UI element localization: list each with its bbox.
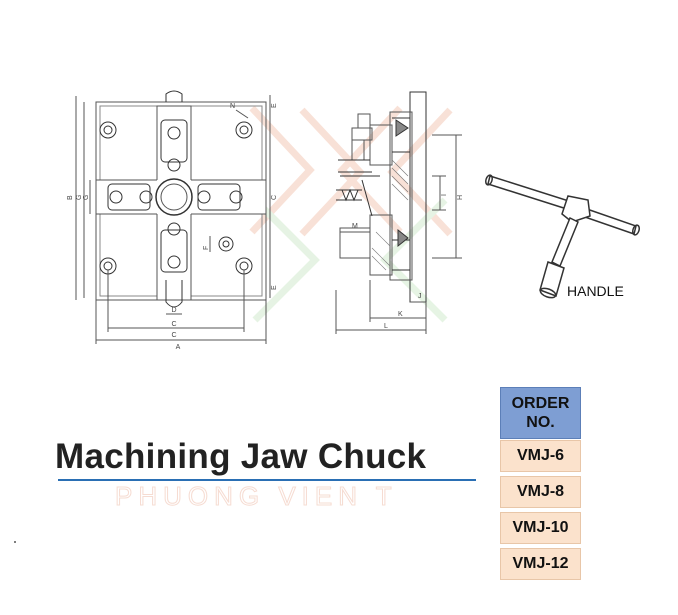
svg-text:A: A — [176, 344, 181, 351]
watermark-logo — [249, 105, 453, 323]
svg-text:I: I — [441, 194, 448, 196]
svg-text:N: N — [230, 103, 235, 110]
svg-text:D: D — [171, 307, 176, 314]
svg-text:G: G — [83, 195, 90, 200]
side-view — [335, 91, 462, 334]
svg-text:G: G — [76, 195, 83, 200]
handle-label: HANDLE — [567, 283, 624, 299]
order-row: VMJ-10 — [500, 512, 581, 544]
order-row: VMJ-6 — [500, 440, 581, 472]
title-underline — [58, 479, 476, 481]
svg-text:E: E — [271, 103, 278, 108]
handle-drawing — [485, 174, 640, 299]
front-view-labels: B G G C E E C C A D N F — [67, 103, 278, 351]
front-view — [75, 90, 271, 344]
svg-text:H: H — [457, 195, 464, 200]
svg-text:C: C — [171, 332, 176, 339]
svg-text:B: B — [67, 195, 74, 200]
svg-text:M: M — [352, 223, 358, 230]
svg-text:L: L — [384, 323, 388, 330]
svg-text:C: C — [171, 321, 176, 328]
svg-text:F: F — [203, 246, 210, 250]
svg-text:J: J — [418, 293, 422, 300]
svg-text:K: K — [398, 311, 403, 318]
side-view-labels: H I J K L M — [352, 194, 464, 330]
stray-dot — [14, 541, 16, 543]
order-row: VMJ-12 — [500, 548, 581, 580]
page-title: Machining Jaw Chuck — [55, 437, 427, 476]
svg-text:C: C — [271, 195, 278, 200]
svg-text:E: E — [271, 285, 278, 290]
order-row: VMJ-8 — [500, 476, 581, 508]
watermark-text: PHUONG VIEN T — [115, 481, 398, 511]
